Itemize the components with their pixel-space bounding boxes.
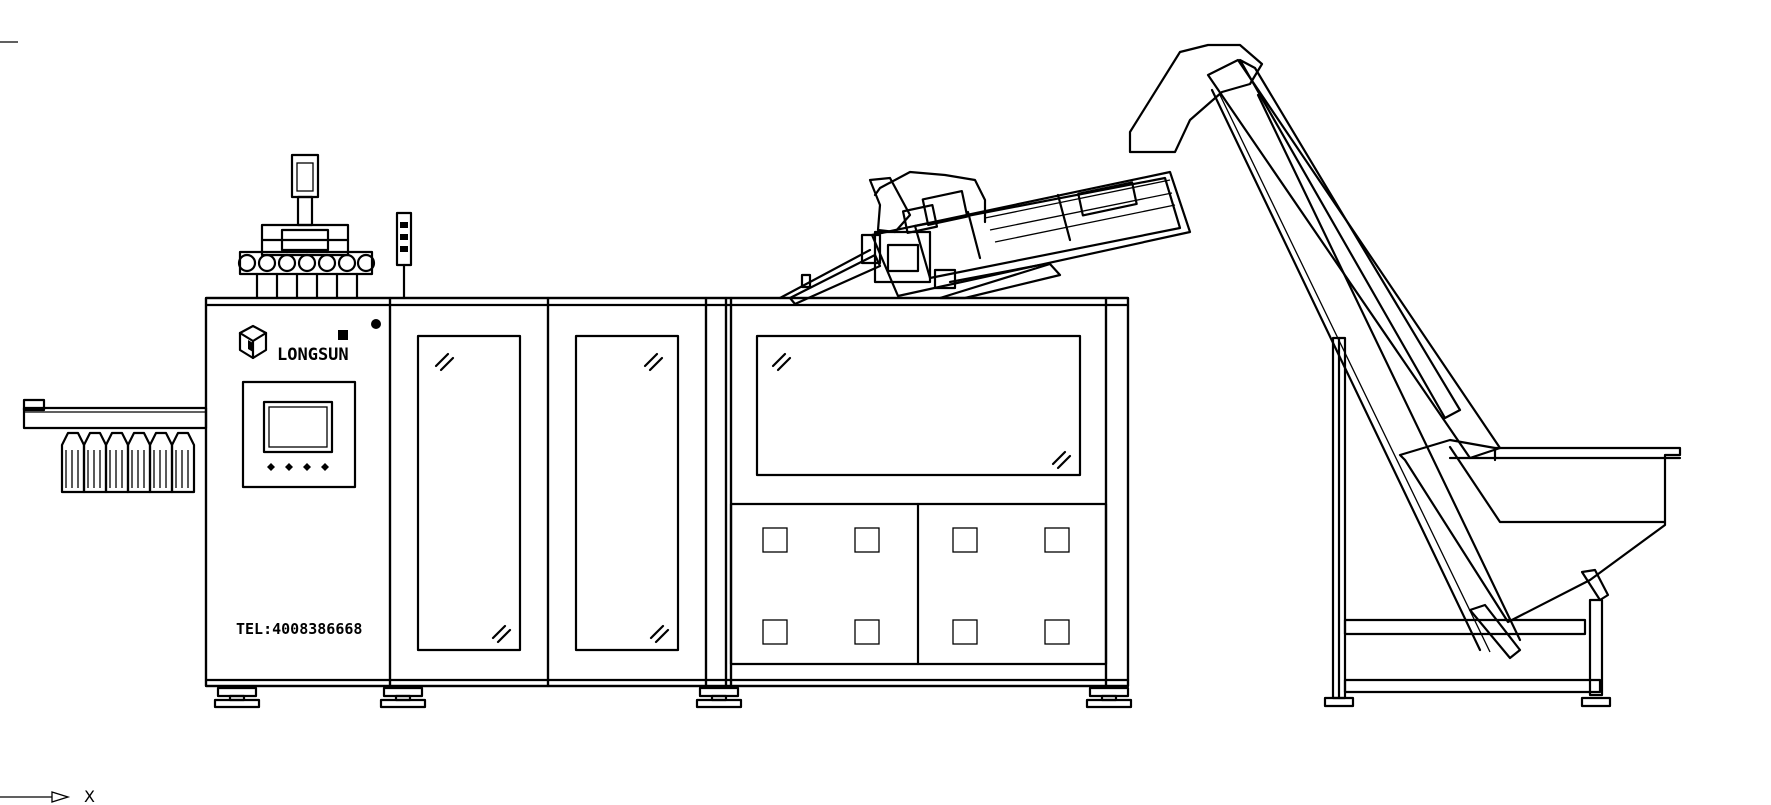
output-conveyor-rail [22,406,208,430]
x-axis-label: X [84,787,95,805]
signal-light-1 [400,222,408,228]
stand-upper-beam [1343,618,1587,636]
stand-foot-right [1580,696,1612,708]
loader-gearbox [873,230,932,284]
door-section-2 [546,296,708,688]
stretch-cylinder-inner [296,162,314,192]
loader-feed-rail [788,253,882,306]
elevator-top-rail [1238,58,1462,420]
ucs-axis-indicator: X [0,787,95,805]
loader-feed-line [778,248,872,300]
door-section-1 [388,296,550,688]
loader-chute-line1 [984,179,1171,219]
bottle-5 [148,431,174,494]
loader-housing-left [868,176,912,234]
hmi-buttons [267,463,329,471]
hmi-button-3 [303,463,311,471]
bottle-4 [126,431,152,494]
telephone-label: TEL:4008386668 [236,620,362,638]
loader-hood [873,170,987,224]
glass-mark-3 [771,352,1072,470]
arrow-right-icon [51,791,71,803]
stretch-rod [296,195,314,227]
hopper-bin [1398,438,1682,624]
signal-light-2 [400,234,408,240]
bottle-6 [170,431,196,494]
cabinet-latch-4 [1044,527,1070,553]
glass-mark-1 [434,352,512,644]
bottle-3 [104,431,130,494]
preform-loader-unit [778,170,1192,306]
oven-window [755,334,1082,477]
hmi-button-1 [267,463,275,471]
stand-bracket [1580,568,1610,602]
door-window-1 [416,334,522,652]
bottle-output-conveyor [22,398,208,494]
loader-block-2 [921,190,969,226]
loader-chute-box [870,170,1192,298]
elevator-hood [1128,43,1264,154]
blow-molding-machine-body: LONGSUN TEL:4008386668 [204,296,1133,709]
loader-block-1 [901,204,939,234]
loader-feed-clip [800,273,812,289]
loader-divider-1 [966,210,982,260]
cabinet-latch-5 [762,619,788,645]
bottle-2 [82,431,108,494]
cabinet-latch-7 [952,619,978,645]
cabinet-latch-3 [952,527,978,553]
preform-elevator [1128,43,1682,708]
stretch-center-block [280,228,330,252]
signal-light-3 [400,246,408,252]
hmi-panel-housing [241,380,357,489]
brand-name-label: LONGSUN [277,345,349,365]
brand-mark-small [338,330,348,340]
cabinet-latch-6 [854,619,880,645]
hmi-touchscreen-inner [268,406,328,448]
cabinet-latch-8 [1044,619,1070,645]
machine-feet [213,686,1133,709]
hmi-button-4 [321,463,329,471]
loader-support-2 [948,263,1042,284]
cabinet-latch-2 [854,527,880,553]
stand-right-post [1588,598,1604,697]
hmi-button-2 [285,463,293,471]
cube-logo-icon [238,324,268,360]
stretch-blow-head [237,153,413,300]
glass-mark-2 [643,352,670,644]
door-window-2 [574,334,680,652]
loader-motor [860,233,882,265]
stretch-rods-down [255,272,359,300]
oven-section-edge [1104,296,1130,688]
output-conveyor-end [22,398,46,412]
loader-divider-2 [1056,193,1072,242]
loader-chute-line2 [994,204,1176,243]
output-bottles [60,431,196,494]
loader-block-3 [1077,181,1138,217]
stretch-nozzles [237,253,376,273]
stand-foot-left [1323,696,1355,708]
indicator-lamp [371,319,381,329]
bottle-1 [60,431,86,494]
elevator-rail [1256,93,1522,642]
loader-gearbox-inner [886,243,920,273]
elevator-guide-line-inner [1219,94,1491,653]
narrow-column [704,296,728,688]
stand-lower-beam [1343,678,1602,694]
hmi-touchscreen [262,400,334,454]
elevator-foot [1468,603,1522,660]
hopper-inner-edge [1448,445,1667,524]
cabinet-latch-1 [762,527,788,553]
loader-support-block [933,268,957,290]
